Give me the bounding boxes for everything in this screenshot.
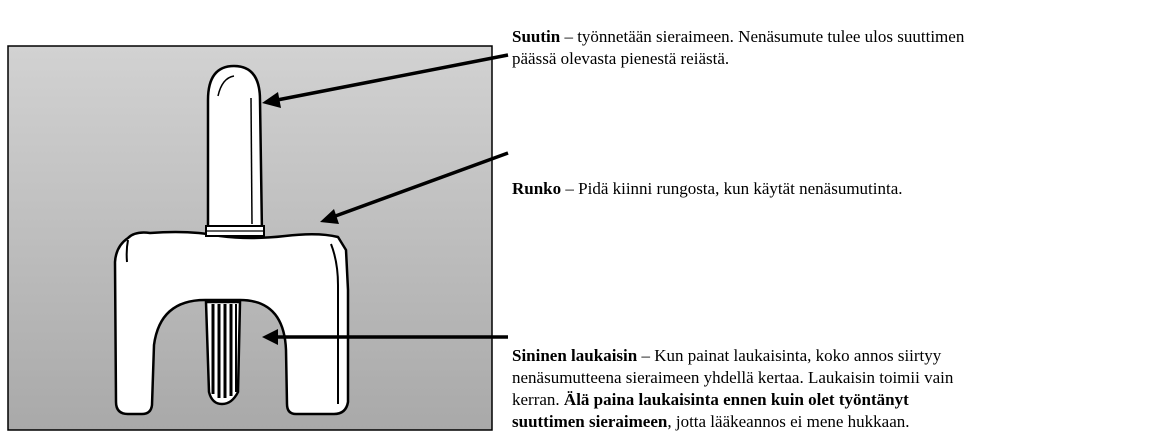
body-side-edge (330, 243, 339, 404)
label-body: Runko – Pidä kiinni rungosta, kun käytät… (512, 178, 1152, 200)
pointer-trigger (262, 329, 508, 345)
trigger-warning-bold1: Älä paina laukaisinta ennen kuin olet ty… (563, 390, 909, 409)
separator: – (637, 346, 655, 365)
trigger-description-line3: kerran. (512, 390, 564, 409)
trigger-description-line4: , jotta lääkeannos ei mene hukkaan. (667, 412, 910, 431)
label-trigger: Sininen laukaisin – Kun painat laukaisin… (512, 345, 1172, 433)
trigger-description-line1: Kun painat laukaisinta, koko annos siirt… (654, 346, 942, 365)
trigger-warning-bold2: suuttimen sieraimeen (512, 412, 668, 431)
pointer-body (320, 151, 509, 224)
separator: – (560, 27, 578, 46)
term-nozzle: Suutin (512, 27, 561, 46)
body-description: Pidä kiinni rungosta, kun käytät nenäsum… (578, 179, 903, 198)
blue-trigger (204, 300, 242, 406)
term-trigger: Sininen laukaisin (512, 346, 638, 365)
separator: – (561, 179, 579, 198)
label-nozzle: Suutin – työnnetään sieraimeen. Nenäsumu… (512, 26, 1172, 70)
nozzle (205, 64, 265, 237)
pointer-nozzle (262, 53, 509, 108)
body-top-edge (125, 239, 129, 263)
nozzle-description-line1: työnnetään sieraimeen. Nenäsumute tulee … (577, 27, 965, 46)
term-body: Runko (512, 179, 562, 198)
nozzle-description-line2: päässä olevasta pienestä reiästä. (512, 49, 730, 68)
trigger-description-line2: nenäsumutteena sieraimeen yhdellä kertaa… (512, 368, 954, 387)
